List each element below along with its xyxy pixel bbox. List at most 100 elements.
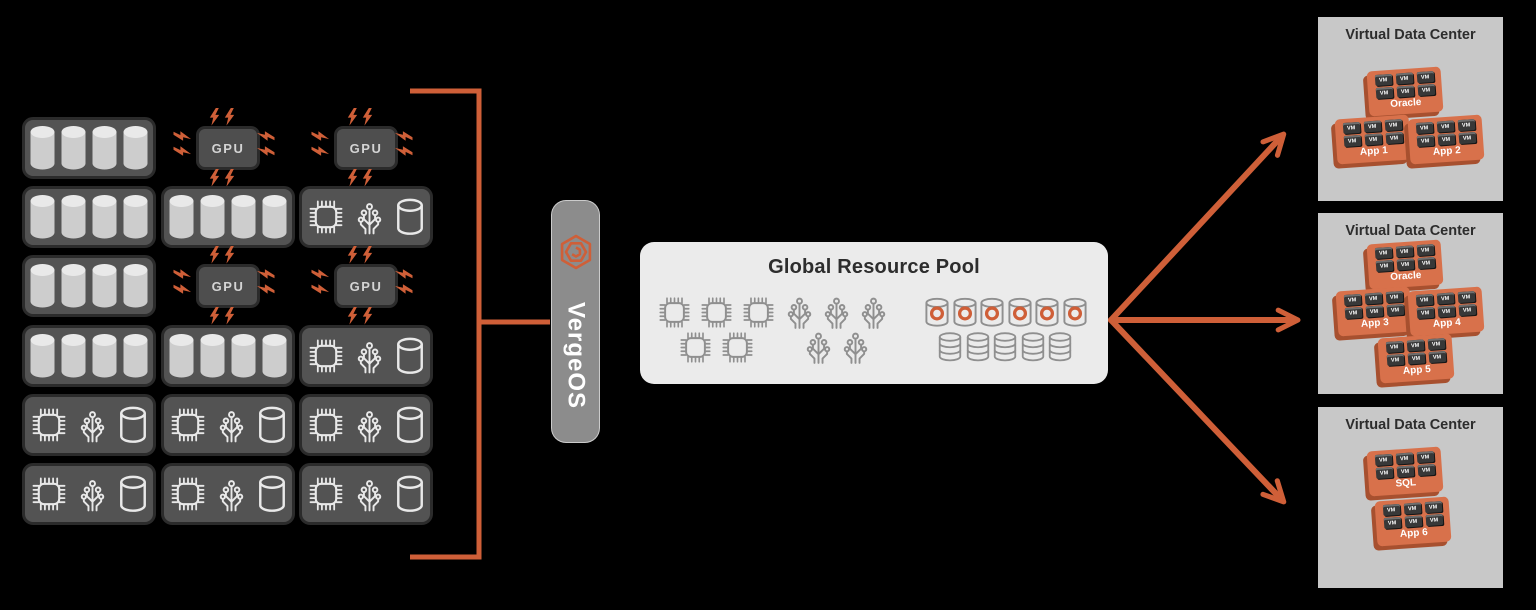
cpu-chip-icon xyxy=(309,200,342,234)
storage-cell xyxy=(161,186,295,248)
disk-ring-icon xyxy=(952,297,977,327)
circuit-icon xyxy=(357,202,381,234)
lightning-bolt-icon xyxy=(311,284,330,294)
storage-cylinder-icon xyxy=(92,126,117,170)
vm-cube: VM xyxy=(1363,120,1381,133)
vm-cube: VM xyxy=(1437,133,1455,146)
compute-node-box xyxy=(299,394,433,456)
disk-ring-icon xyxy=(1007,297,1033,333)
storage-node-box xyxy=(22,117,156,179)
vm-cube: VM xyxy=(1385,340,1404,354)
gpu-label: GPU xyxy=(349,140,383,156)
circuit-icon xyxy=(219,410,243,442)
storage-cell xyxy=(22,325,156,387)
gpu-cell: GPU xyxy=(161,246,295,325)
storage-cylinder-icon xyxy=(61,264,86,308)
lightning-bolt-icon xyxy=(224,307,235,325)
node-cell xyxy=(299,186,433,248)
lightning-bolt-icon xyxy=(209,307,220,325)
lightning-bolt-icon xyxy=(347,246,358,264)
circuit-icon xyxy=(787,295,812,334)
storage-node-box xyxy=(22,325,156,387)
vm-cube: VM xyxy=(1374,73,1393,87)
lightning-bolt-icon xyxy=(256,131,275,142)
storage-cylinder-icon xyxy=(30,264,55,308)
lightning-bolt-icon xyxy=(209,169,220,187)
vm-cube: VM xyxy=(1385,131,1403,145)
database-cylinder-icon xyxy=(258,475,285,512)
lightning-bolt-icon xyxy=(173,284,192,294)
vm-cube: VM xyxy=(1416,306,1434,320)
lightning-bolt-icon xyxy=(394,284,413,295)
disk-ring-icon xyxy=(979,297,1005,333)
circuit-icon xyxy=(843,332,868,364)
gpu-cell: GPU xyxy=(299,108,433,187)
vm-cube: VM xyxy=(1396,258,1414,271)
lightning-bolt-icon xyxy=(224,307,235,325)
cpu-chip-icon xyxy=(171,477,204,511)
lightning-bolt-icon xyxy=(311,269,330,280)
node-cell xyxy=(299,463,433,525)
vm-cube: VM xyxy=(1458,303,1476,317)
vm-cube: VM xyxy=(1417,83,1435,97)
gpu-label: GPU xyxy=(211,140,245,156)
node-cell xyxy=(299,325,433,387)
storage-cylinder-icon xyxy=(262,334,287,378)
compute-node-box xyxy=(299,186,433,248)
lightning-bolt-icon xyxy=(311,284,330,295)
lightning-bolt-icon xyxy=(209,246,220,264)
lightning-bolt-icon xyxy=(362,246,373,264)
cpu-chip-icon xyxy=(309,339,342,373)
node-cell xyxy=(161,394,295,456)
compute-node-box xyxy=(161,463,295,525)
storage-cylinder-icon xyxy=(61,126,86,170)
disk-ring-icon xyxy=(980,297,1004,327)
vm-cube: VM xyxy=(1364,292,1382,305)
vm-cube: VM xyxy=(1436,292,1454,305)
lightning-bolt-icon xyxy=(173,131,192,142)
disk-stack-icon xyxy=(965,332,991,367)
lightning-bolt-icon xyxy=(394,146,413,156)
lightning-bolt-icon xyxy=(173,269,192,279)
gpu-cell: GPU xyxy=(299,246,433,325)
vdc-title: Virtual Data Center xyxy=(1345,223,1476,239)
lightning-bolt-icon xyxy=(362,108,373,126)
vm-cube: VM xyxy=(1386,303,1404,317)
storage-cylinder-icon xyxy=(30,334,55,378)
vm-cube: VM xyxy=(1428,350,1446,364)
vm-cube: VM xyxy=(1415,293,1434,307)
storage-cylinder-icon xyxy=(123,334,148,378)
cpu-chip-icon xyxy=(658,296,691,334)
lightning-bolt-icon xyxy=(311,269,330,279)
disk-stack-icon xyxy=(938,332,962,362)
vm-cube: VM xyxy=(1383,516,1401,530)
circuit-icon xyxy=(80,410,104,442)
lightning-bolt-icon xyxy=(347,169,358,187)
lightning-bolt-icon xyxy=(173,146,192,157)
lightning-bolt-icon xyxy=(362,307,373,325)
circuit-icon xyxy=(806,332,831,364)
lightning-bolt-icon xyxy=(209,169,220,187)
vdc-title: Virtual Data Center xyxy=(1345,27,1476,43)
vm-cube: VM xyxy=(1416,450,1434,464)
vm-cube: VM xyxy=(1424,500,1442,514)
storage-cylinder-icon xyxy=(262,195,287,239)
lightning-bolt-icon xyxy=(209,108,220,126)
cpu-chip-icon xyxy=(743,297,774,328)
node-cell xyxy=(22,394,156,456)
node-cell xyxy=(161,463,295,525)
vm-cube: VM xyxy=(1364,133,1382,146)
vm-cube: VM xyxy=(1396,85,1414,98)
vm-cube: VM xyxy=(1416,243,1434,257)
lightning-bolt-icon xyxy=(209,108,220,126)
lightning-bolt-icon xyxy=(209,307,220,325)
disk-stack-icon xyxy=(1020,332,1046,367)
arrow-to-vdc-1 xyxy=(1108,131,1287,323)
lightning-bolt-icon xyxy=(362,169,373,187)
